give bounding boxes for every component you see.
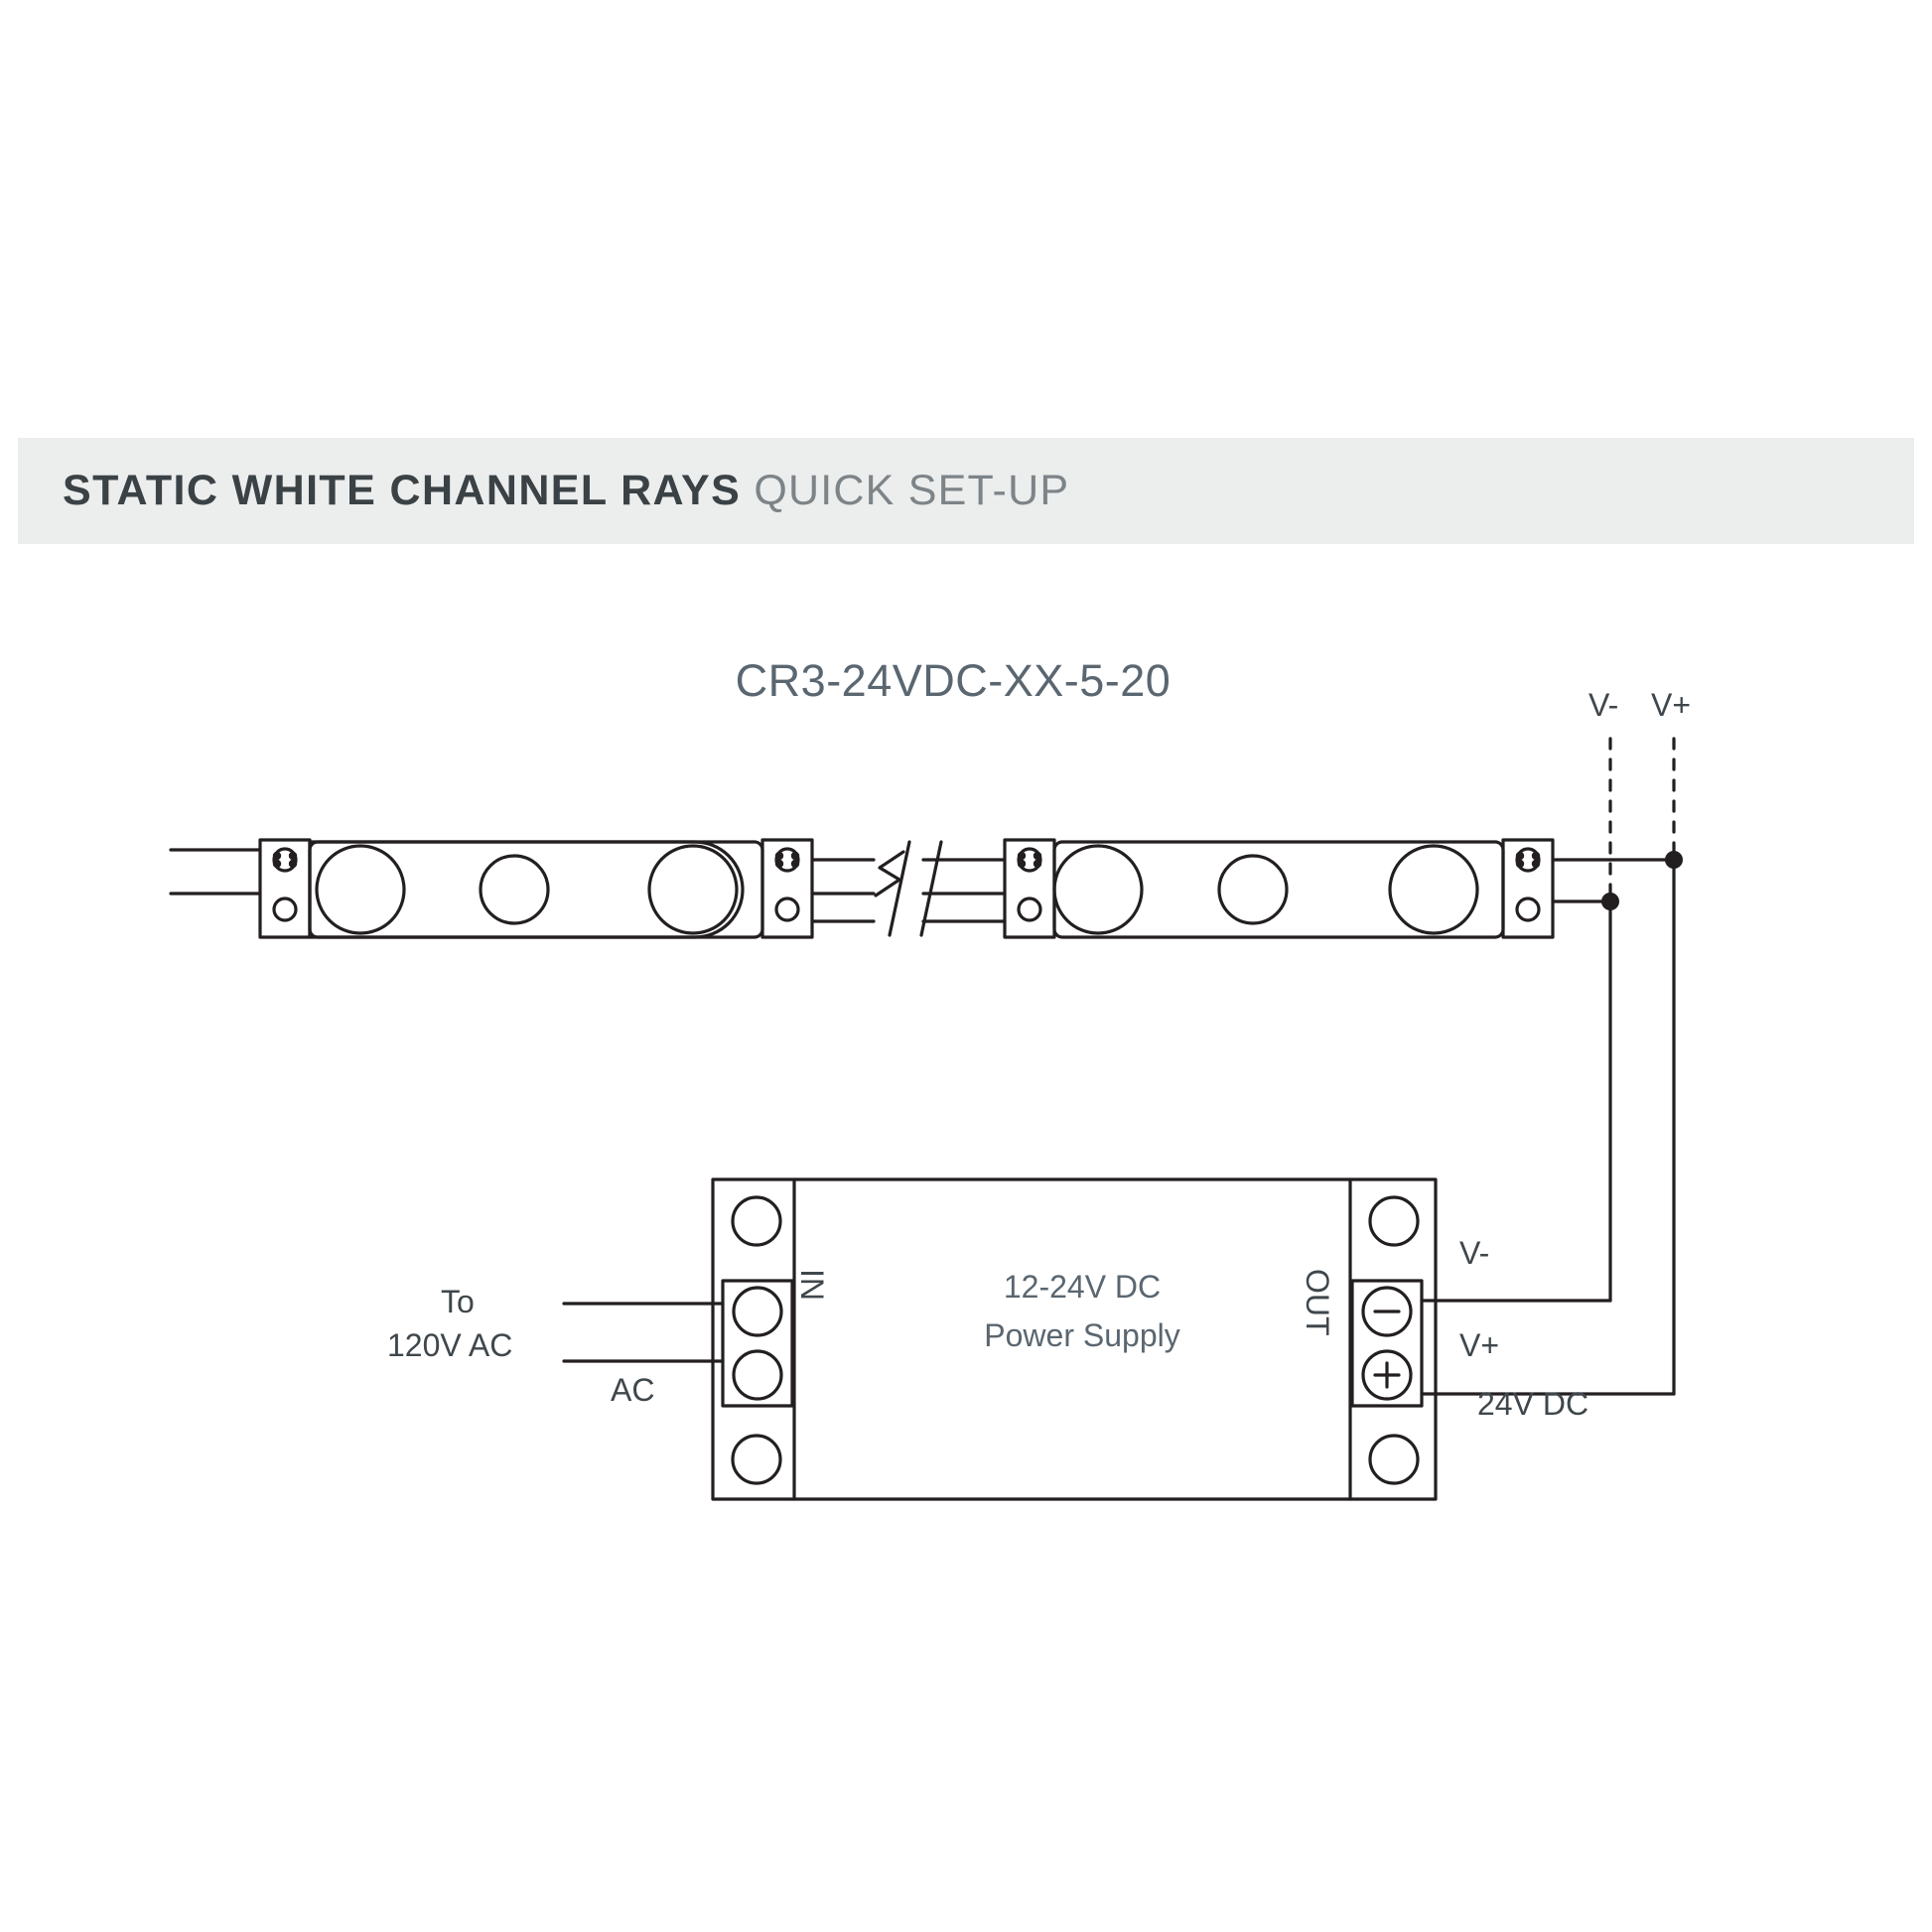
label-v-plus-supply: V+	[1459, 1327, 1500, 1363]
mounting-hole	[731, 1434, 782, 1485]
mounting-hole	[1368, 1195, 1420, 1247]
power-supply-title-line1: 12-24V DC	[1003, 1269, 1162, 1305]
label-ac: AC	[611, 1372, 655, 1408]
power-supply-box	[711, 1177, 1438, 1501]
label-input-terminal: IN	[794, 1269, 830, 1301]
led-dot	[1052, 844, 1144, 935]
led-dot	[1217, 854, 1289, 925]
header-band	[18, 438, 1914, 544]
label-v-plus-top: V+	[1651, 687, 1692, 723]
connector-block-right	[1501, 838, 1555, 939]
mounting-hole	[731, 1195, 782, 1247]
led-dot	[315, 844, 406, 935]
junction-dot-vminus	[1601, 893, 1619, 910]
ac-input-terminal-block	[721, 1279, 794, 1408]
junction-dot-vplus	[1665, 851, 1683, 869]
dc-output-leads	[1420, 1299, 1676, 1396]
connector-block-mid-right	[1003, 838, 1056, 939]
led-dot	[479, 854, 550, 925]
led-dot	[647, 844, 739, 935]
label-to: To	[441, 1284, 475, 1319]
power-supply-title-line2: Power Supply	[984, 1317, 1180, 1353]
label-v-minus-supply: V-	[1459, 1235, 1490, 1271]
page-title: STATIC WHITE CHANNEL RAYS QUICK SET-UP	[63, 456, 1069, 525]
led-dot	[1388, 844, 1479, 935]
dc-output-terminal-block	[1350, 1279, 1424, 1408]
dashed-leaders	[1608, 737, 1676, 903]
ac-mains-leads	[562, 1302, 725, 1363]
part-number: CR3-24VDC-XX-5-20	[735, 655, 1172, 706]
mounting-hole	[1368, 1434, 1420, 1485]
label-mains-voltage: 120V AC	[387, 1327, 513, 1363]
output-wires	[1551, 858, 1676, 1396]
input-lead-wires	[169, 848, 262, 896]
connector-block-mid-left	[760, 838, 814, 939]
connector-block-left	[258, 838, 312, 939]
page-title-strong: STATIC WHITE CHANNEL RAYS	[63, 467, 742, 514]
page-title-light: QUICK SET-UP	[741, 467, 1070, 514]
interconnect-cable	[810, 840, 1007, 937]
label-output-terminal: OUT	[1300, 1269, 1335, 1336]
led-module-left	[308, 840, 764, 939]
label-dc-output: 24V DC	[1477, 1386, 1589, 1422]
label-v-minus-top: V-	[1588, 687, 1619, 723]
led-module-right	[1052, 840, 1505, 939]
